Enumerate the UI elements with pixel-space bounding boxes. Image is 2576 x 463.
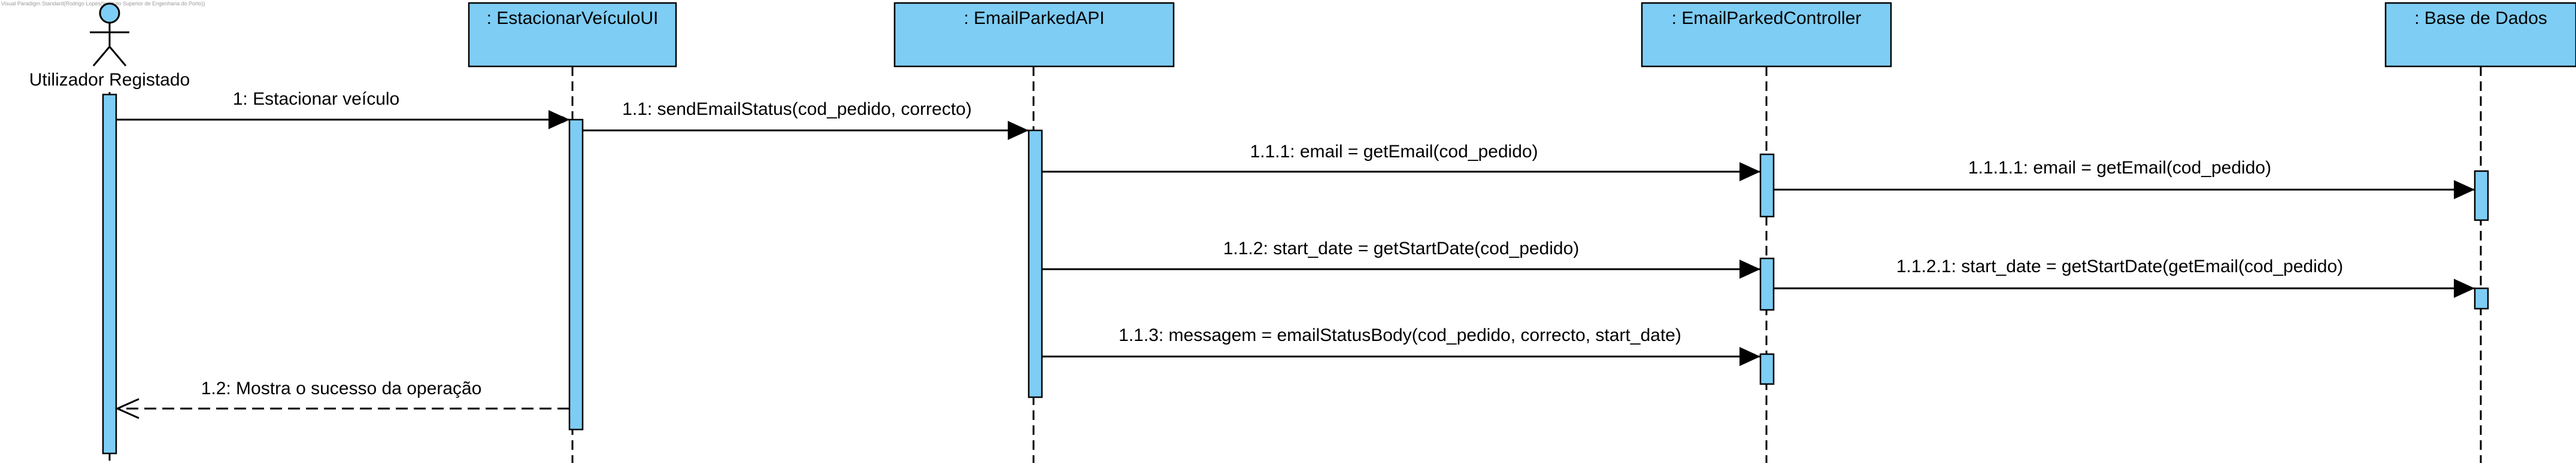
message-1-1[interactable]: 1.1: sendEmailStatus(cod_pedido, correct… (583, 99, 1029, 140)
activation-bar-db-1 (2474, 170, 2489, 221)
watermark-text: Visual Paradigm Standard(Rodrigo Lopes(I… (1, 1, 205, 7)
message-1-1-1-1[interactable]: 1.1.1.1: email = getEmail(cod_pedido) (1774, 158, 2475, 199)
actor-name: Utilizador Registado (29, 70, 190, 90)
lifeline-box-ui[interactable]: : EstacionarVeículoUI (468, 2, 677, 68)
message-1-1-label: 1.1: sendEmailStatus(cod_pedido, correct… (622, 99, 972, 119)
lifeline-label-api: : EmailParkedAPI (963, 8, 1104, 28)
lifeline-label-ui: : EstacionarVeículoUI (487, 8, 659, 28)
message-1-2-label: 1.2: Mostra o sucesso da operação (201, 379, 482, 398)
message-1-1-3[interactable]: 1.1.3: messagem = emailStatusBody(cod_pe… (1042, 325, 1760, 366)
lifeline-box-db[interactable]: : Base de Dados (2384, 2, 2576, 68)
activation-bar-ctrl-3 (1759, 353, 1775, 385)
message-1[interactable]: 1: Estacionar veículo (116, 89, 569, 129)
message-1-1-1[interactable]: 1.1.1: email = getEmail(cod_pedido) (1042, 142, 1760, 181)
stick-figure-icon (90, 2, 129, 66)
message-1-1-1-label: 1.1.1: email = getEmail(cod_pedido) (1250, 142, 1538, 162)
activation-bar-api (1028, 129, 1043, 398)
activation-bar-actor (102, 93, 117, 455)
lifeline-box-ctrl[interactable]: : EmailParkedController (1641, 2, 1892, 68)
activation-bar-ui (568, 118, 584, 431)
message-1-1-2-1-label: 1.1.2.1: start_date = getStartDate(getEm… (1896, 257, 2343, 276)
actor[interactable]: Utilizador Registado (29, 2, 190, 90)
lifeline-box-api[interactable]: : EmailParkedAPI (893, 2, 1175, 68)
lifeline-label-db: : Base de Dados (2414, 8, 2547, 28)
activation-bar-db-2 (2474, 287, 2489, 310)
activation-bar-ctrl-2 (1759, 257, 1775, 311)
message-1-label: 1: Estacionar veículo (233, 89, 399, 109)
message-1-1-2[interactable]: 1.1.2: start_date = getStartDate(cod_ped… (1042, 239, 1760, 279)
message-1-2[interactable]: 1.2: Mostra o sucesso da operação (115, 379, 569, 419)
message-1-1-1-1-label: 1.1.1.1: email = getEmail(cod_pedido) (1968, 158, 2271, 178)
lifeline-label-ctrl: : EmailParkedController (1672, 8, 1862, 28)
activation-bar-ctrl-1 (1759, 153, 1775, 218)
message-1-1-2-label: 1.1.2: start_date = getStartDate(cod_ped… (1223, 239, 1580, 258)
message-1-1-2-1[interactable]: 1.1.2.1: start_date = getStartDate(getEm… (1774, 257, 2475, 298)
message-1-1-3-label: 1.1.3: messagem = emailStatusBody(cod_pe… (1119, 325, 1681, 345)
